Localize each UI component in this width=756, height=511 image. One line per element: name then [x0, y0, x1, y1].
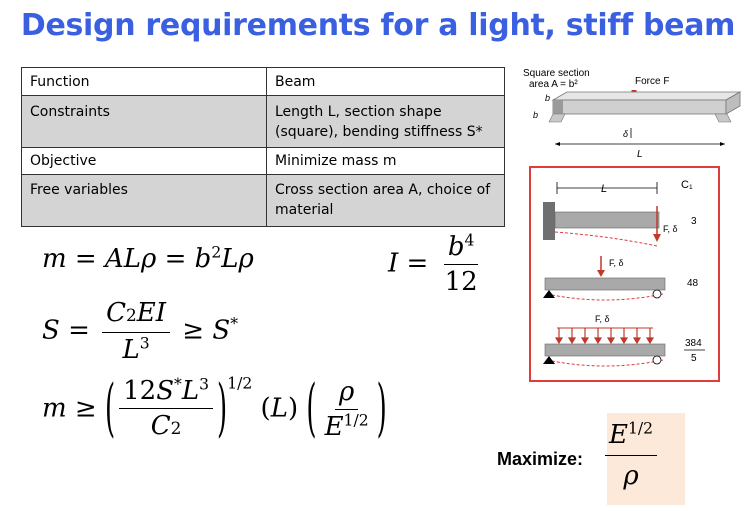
left-support [548, 113, 566, 123]
right-support [714, 113, 732, 123]
free-variables-line-1: Cross section area A, choice of [275, 182, 491, 198]
case-2-roller-support [652, 289, 662, 299]
case-1-load-label: F, δ [663, 224, 678, 234]
cantilever-beam [554, 211, 660, 229]
table-row: Constraints Length L, section shape (squ… [21, 95, 505, 148]
case-3-roller-support [652, 355, 662, 365]
maximize-highlight [607, 413, 685, 505]
beam-side-face [725, 91, 741, 115]
length-label: L [637, 149, 643, 160]
equation-mass: m = ALρ = b2Lρ [42, 243, 254, 274]
square-section-label-2: area A = b² [529, 79, 578, 90]
table-row: Free variables Cross section area A, cho… [21, 174, 505, 227]
row-label-objective: Objective [21, 147, 267, 175]
square-section-label-1: Square section [523, 68, 590, 79]
c1-header: C₁ [681, 179, 693, 191]
table-row: Function Beam [21, 67, 505, 96]
case-3-value-denominator: 5 [691, 353, 697, 364]
length-arrow-right [720, 142, 725, 146]
design-requirements-table: Function Beam Constraints Length L, sect… [21, 67, 505, 227]
maximize-label: Maximize: [497, 449, 584, 469]
row-value-free-variables: Cross section area A, choice of material [266, 174, 505, 227]
beam-constants-diagram: C₁ L F, δ 3 F, δ 48 F, δ 384 5 [529, 166, 720, 382]
case-3-distributed-arrows [554, 328, 655, 345]
cantilever-force-arrowhead [653, 234, 661, 242]
slide-title: Design requirements for a light, stiff b… [20, 8, 736, 43]
row-value-objective: Minimize mass m [266, 147, 505, 175]
case-2-pin-support [543, 290, 555, 298]
cantilever-wall [543, 202, 555, 240]
case-2-value: 48 [687, 278, 699, 289]
case-2-beam [544, 277, 666, 291]
beam-diagram: Square section area A = b² Force F b b δ… [523, 68, 742, 160]
b-label-side: b [533, 110, 538, 120]
cantilever-deflection [554, 231, 658, 247]
case-1-value: 3 [691, 216, 697, 227]
force-label: Force F [635, 76, 669, 87]
row-label-free-variables: Free variables [21, 174, 267, 227]
free-variables-line-2: material [275, 202, 334, 218]
b-label-top: b [545, 93, 550, 103]
beam-front-face [552, 99, 727, 115]
case-2-deflection [546, 293, 664, 301]
case-3-beam [544, 343, 666, 357]
l-label: L [601, 183, 607, 195]
case-3-deflection [546, 359, 664, 367]
beam-end-section [553, 100, 563, 114]
constraints-line-1: Length L, section shape [275, 104, 442, 120]
case-3-pin-support [543, 356, 555, 364]
case-2-load-label: F, δ [609, 258, 624, 268]
case-3-value-numerator: 384 [685, 338, 702, 349]
row-value-function: Beam [266, 67, 505, 96]
delta-label: δ [623, 129, 629, 139]
row-label-function: Function [21, 67, 267, 96]
case-2-force-arrowhead [597, 270, 605, 277]
beam-top-face [551, 91, 742, 101]
constraints-line-2: (square), bending stiffness S* [275, 124, 483, 140]
table-row: Objective Minimize mass m [21, 147, 505, 175]
length-arrow-left [555, 142, 560, 146]
row-value-constraints: Length L, section shape (square), bendin… [266, 95, 505, 148]
case-3-load-label: F, δ [595, 314, 610, 324]
maximize-expression: E1/2 ρ [605, 415, 658, 496]
row-label-constraints: Constraints [21, 95, 267, 148]
